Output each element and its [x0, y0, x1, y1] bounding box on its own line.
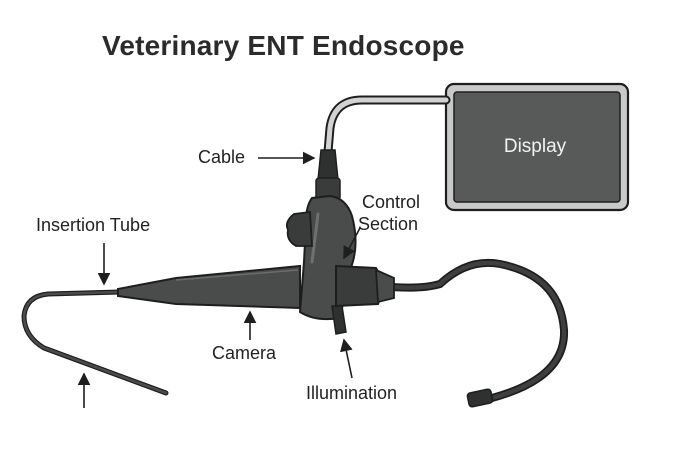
control-arrow [343, 227, 361, 260]
camera-label: Camera [212, 343, 277, 363]
illumination-label: Illumination [306, 383, 398, 403]
cable-connector [315, 149, 341, 201]
insertion-tube [21, 289, 169, 396]
illumination-arrow [340, 338, 353, 379]
cable [323, 95, 451, 157]
control-section [285, 194, 395, 335]
label-arrows [77, 151, 361, 408]
cable-label: Cable [198, 147, 246, 167]
page-title: Veterinary ENT Endoscope [102, 30, 465, 61]
tip-connector [466, 388, 494, 408]
illumination-port [331, 305, 347, 335]
handle-shaft [117, 264, 301, 310]
control-label-line1: Control [362, 192, 421, 212]
display-screen [453, 91, 621, 203]
control-label-line2: Section [358, 214, 419, 234]
insertion-tube-label: Insertion Tube [36, 215, 151, 235]
flexible-tube-right [376, 258, 569, 408]
display-monitor [444, 82, 630, 212]
control-knob [285, 210, 313, 247]
display-label: Display [503, 136, 567, 157]
